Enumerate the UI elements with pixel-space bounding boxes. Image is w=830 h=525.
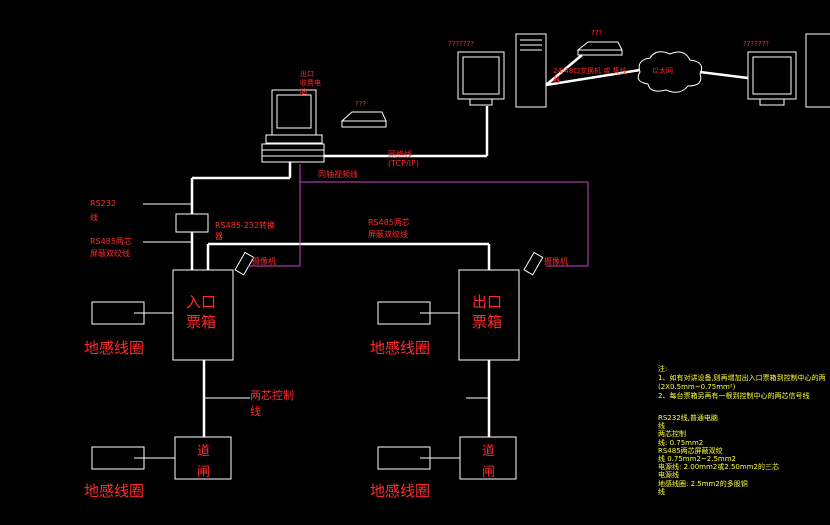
spec-notes: RS232线,普通电脑 线 两芯控制 线: 0.75mm2 RS485两芯屏蔽双… — [658, 414, 779, 496]
printer-icon — [340, 111, 387, 128]
network-line-label: 网络线(TCP/IP) — [388, 150, 419, 168]
camera-left-icon — [234, 251, 255, 276]
entry-box-label: 入口票箱 — [186, 293, 217, 331]
monitor-tower-right — [747, 33, 830, 108]
left-gate-label: 道闸 — [197, 444, 211, 480]
loop-label-1: 地感线圈 — [84, 339, 145, 357]
monitor-q4: ??????? — [743, 40, 770, 48]
rs485-232-converter — [175, 213, 209, 233]
camera-left-label: 摄像机 — [252, 257, 276, 266]
rs485-left-label: RS485两芯屏蔽双绞线 — [90, 237, 132, 258]
right-gate-label: 道闸 — [482, 444, 496, 480]
camera-right-label: 摄像机 — [544, 257, 568, 266]
notes-block: 注: 1、如有对讲设备,则再增加出入口票箱到控制中心的两 (2X0.5mm~0.… — [658, 365, 826, 400]
monitor-q2: ??????? — [448, 40, 475, 48]
exit-pc-label: 出口收费电脑 — [300, 70, 321, 96]
converter-label: RS485-232转换器 — [215, 221, 276, 241]
loop-label-3: 地感线圈 — [84, 482, 145, 500]
rs485-mid-label: RS485两芯屏蔽双绞线 — [368, 218, 410, 239]
exit-box-label: 出口票箱 — [472, 293, 503, 331]
switch-icon — [576, 41, 623, 56]
ethernet-label: 以太网 — [652, 67, 673, 75]
coax-video-line — [299, 164, 589, 267]
switch-label: 24/48口交换机 或 集线器 — [553, 67, 627, 84]
camera-right-icon — [523, 251, 544, 276]
switch-q3: ??? — [591, 29, 603, 37]
printer-q1: ??? — [355, 100, 367, 108]
loop-label-4: 地感线圈 — [370, 482, 431, 500]
coax-label: 同轴视频线 — [318, 170, 358, 179]
two-core-label: 两芯控制线 — [250, 389, 294, 418]
loop-label-2: 地感线圈 — [370, 339, 431, 357]
exit-pc-computer — [261, 89, 325, 163]
monitor-tower-left — [457, 33, 547, 108]
ethernet-cloud-icon — [637, 51, 703, 93]
